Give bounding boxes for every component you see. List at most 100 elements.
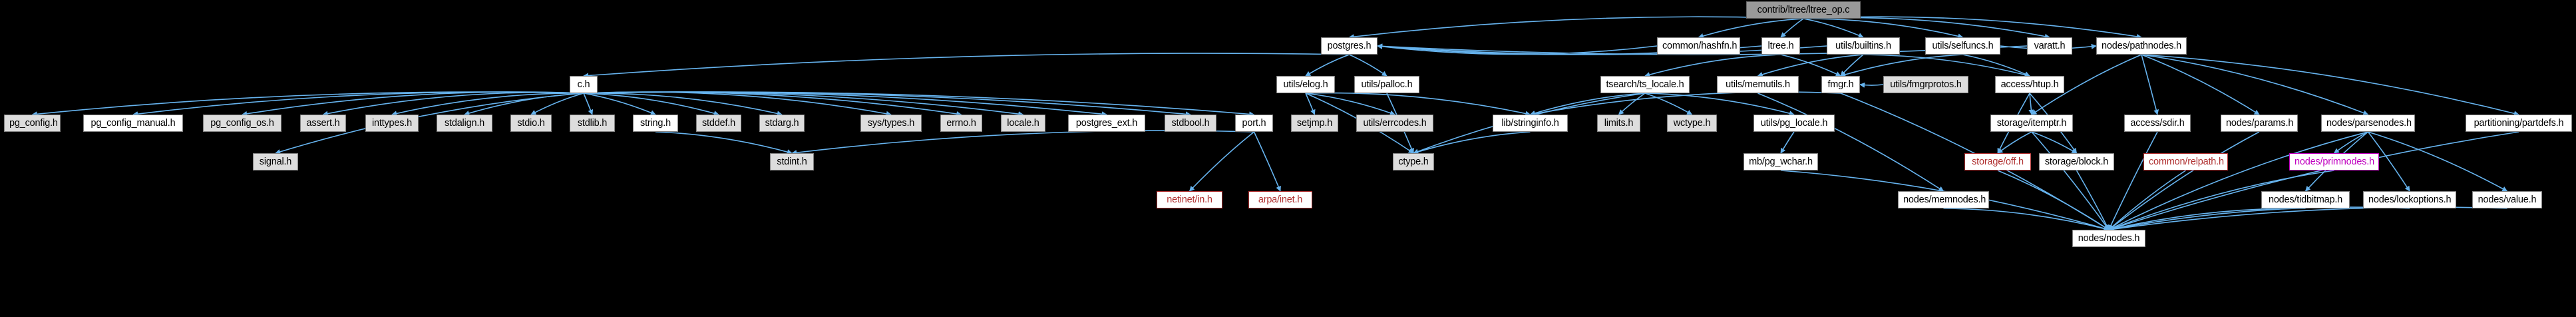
graph-node-nodes-primnodes-h[interactable]: nodes/primnodes.h	[2289, 153, 2379, 170]
edge-n39-n48	[1780, 131, 1795, 154]
edge-n33-n53	[1189, 131, 1254, 192]
graph-node-stdarg-h[interactable]: stdarg.h	[759, 115, 805, 132]
graph-node-string-h[interactable]: string.h	[633, 115, 678, 132]
graph-node-arpa-inet-h[interactable]: arpa/inet.h	[1248, 191, 1312, 208]
graph-node-stddef-h[interactable]: stddef.h	[696, 115, 741, 132]
graph-node-access-htup-h[interactable]: access/htup.h	[1995, 76, 2064, 93]
edge-n50-n59	[2076, 170, 2110, 230]
edge-n5-n13	[1840, 54, 1963, 77]
graph-node-c-h[interactable]: c.h	[570, 76, 598, 93]
graph-node-common-hashfn-h[interactable]: common/hashfn.h	[1657, 37, 1740, 55]
graph-node-mb-pg_wchar-h[interactable]: mb/pg_wchar.h	[1744, 153, 1818, 170]
graph-node-lib-stringinfo-h[interactable]: lib/stringinfo.h	[1493, 115, 1568, 132]
graph-node-tsearch-ts_locale-h[interactable]: tsearch/ts_locale.h	[1600, 76, 1690, 93]
graph-node-pg_config_manual-h[interactable]: pg_config_manual.h	[83, 115, 183, 132]
edge-n25-n46	[655, 131, 793, 155]
edge-n8-n30	[583, 91, 1024, 117]
graph-node-stdalign-h[interactable]: stdalign.h	[437, 115, 492, 132]
edge-n7-n44	[2141, 54, 2519, 117]
edge-n44-n59	[2108, 131, 2519, 231]
graph-node-contrib-ltree-ltree_op-c[interactable]: contrib/ltree/ltree_op.c	[1746, 1, 1861, 19]
graph-node-wctype-h[interactable]: wctype.h	[1667, 115, 1717, 132]
edge-n0-n7	[1803, 16, 2142, 39]
graph-node-ltree-h[interactable]: ltree.h	[1761, 37, 1800, 55]
graph-node-postgres_ext-h[interactable]: postgres_ext.h	[1068, 115, 1145, 132]
graph-node-limits-h[interactable]: limits.h	[1597, 115, 1640, 132]
graph-node-nodes-params-h[interactable]: nodes/params.h	[2221, 115, 2298, 132]
edge-n0-n4	[1803, 18, 1864, 38]
graph-node-netinet-in-h[interactable]: netinet/in.h	[1157, 191, 1222, 208]
graph-node-fmgr-h[interactable]: fmgr.h	[1821, 76, 1860, 93]
graph-node-setjmp-h[interactable]: setjmp.h	[1291, 115, 1338, 132]
graph-node-utils-elog-h[interactable]: utils/elog.h	[1276, 76, 1335, 93]
graph-node-signal-h[interactable]: signal.h	[253, 153, 298, 170]
edge-n0-n1	[1348, 16, 1804, 40]
graph-node-ctype-h[interactable]: ctype.h	[1393, 153, 1434, 170]
edge-n43-n59	[2108, 131, 2368, 230]
edge-n9-n36	[1305, 92, 1531, 117]
edge-n11-n36	[1529, 93, 1646, 116]
graph-node-varatt-h[interactable]: varatt.h	[2027, 37, 2072, 55]
edge-n58-n59	[1943, 208, 2110, 232]
graph-node-sys-types-h[interactable]: sys/types.h	[860, 115, 922, 132]
graph-node-errno-h[interactable]: errno.h	[940, 115, 982, 132]
graph-node-storage-block-h[interactable]: storage/block.h	[2039, 153, 2114, 170]
edge-n40-n59	[2031, 131, 2110, 230]
edge-n15-n40	[2028, 93, 2034, 115]
graph-node-pg_config-h[interactable]: pg_config.h	[4, 115, 61, 132]
graph-node-stdlib-h[interactable]: stdlib.h	[570, 115, 615, 132]
graph-node-postgres-h[interactable]: postgres.h	[1321, 37, 1378, 55]
graph-node-storage-itemptr-h[interactable]: storage/itemptr.h	[1990, 115, 2073, 132]
edge-n0-n5	[1803, 18, 1964, 39]
graph-node-utils-fmgrprotos-h[interactable]: utils/fmgrprotos.h	[1883, 76, 1968, 93]
graph-node-nodes-value-h[interactable]: nodes/value.h	[2472, 191, 2542, 208]
edge-n4-n13	[1840, 54, 1864, 77]
graph-node-utils-palloc-h[interactable]: utils/palloc.h	[1354, 76, 1419, 93]
edge-n5-n15	[1962, 54, 2030, 77]
graph-node-inttypes-h[interactable]: inttypes.h	[365, 115, 419, 132]
edge-n42-n59	[2108, 131, 2260, 230]
graph-node-nodes-tidbitmap-h[interactable]: nodes/tidbitmap.h	[2261, 191, 2350, 208]
edge-n8-n17	[31, 91, 584, 117]
graph-node-nodes-lockoptions-h[interactable]: nodes/lockoptions.h	[2363, 191, 2456, 208]
edge-n1-n9	[1305, 54, 1350, 77]
edge-n7-n42	[2141, 54, 2260, 115]
graph-node-locale-h[interactable]: locale.h	[1001, 115, 1045, 132]
edge-n7-n41	[2141, 54, 2159, 115]
graph-node-utils-errcodes-h[interactable]: utils/errcodes.h	[1356, 115, 1433, 132]
graph-node-stdbool-h[interactable]: stdbool.h	[1165, 115, 1216, 132]
edge-n8-n21	[391, 93, 584, 117]
graph-node-assert-h[interactable]: assert.h	[300, 115, 346, 132]
edge-n0-n2	[1698, 18, 1804, 39]
graph-node-storage-off-h[interactable]: storage/off.h	[1964, 153, 2031, 170]
graph-node-stdint-h[interactable]: stdint.h	[770, 153, 814, 170]
edge-n4-n15	[1863, 54, 2030, 78]
edge-n8-n25	[583, 93, 656, 115]
edge-n8-n23	[530, 93, 584, 115]
edge-n8-n24	[583, 93, 594, 115]
edge-n55-n59	[2108, 208, 2306, 232]
edge-n11-n38	[1644, 93, 1693, 115]
graph-node-common-relpath-h[interactable]: common/relpath.h	[2143, 153, 2228, 170]
graph-node-access-sdir-h[interactable]: access/sdir.h	[2124, 115, 2191, 132]
edge-n40-n49	[1997, 131, 2032, 154]
edge-n8-n31	[583, 91, 1107, 117]
edge-n12-n58	[1757, 93, 1944, 192]
graph-node-utils-pg_locale-h[interactable]: utils/pg_locale.h	[1753, 115, 1835, 132]
graph-node-nodes-nodes-h[interactable]: nodes/nodes.h	[2072, 230, 2145, 247]
edge-n1-n10	[1349, 54, 1387, 77]
graph-node-utils-memutils-h[interactable]: utils/memutils.h	[1717, 76, 1799, 93]
graph-node-pg_config_os-h[interactable]: pg_config_os.h	[203, 115, 281, 132]
graph-node-nodes-memnodes-h[interactable]: nodes/memnodes.h	[1898, 191, 1989, 208]
graph-node-utils-builtins-h[interactable]: utils/builtins.h	[1827, 37, 1900, 55]
graph-node-stdio-h[interactable]: stdio.h	[510, 115, 552, 132]
graph-node-nodes-pathnodes-h[interactable]: nodes/pathnodes.h	[2096, 37, 2187, 55]
graph-node-partitioning-partdefs-h[interactable]: partitioning/partdefs.h	[2466, 115, 2572, 132]
edge-n8-n28	[583, 91, 892, 117]
graph-node-nodes-parsenodes-h[interactable]: nodes/parsenodes.h	[2321, 115, 2415, 132]
graph-node-utils-selfuncs-h[interactable]: utils/selfuncs.h	[1925, 37, 2000, 55]
edge-n8-n27	[583, 93, 783, 117]
graph-node-port-h[interactable]: port.h	[1235, 115, 1273, 132]
edge-n41-n59	[2108, 131, 2158, 230]
edge-n13-n36	[1529, 91, 1841, 117]
